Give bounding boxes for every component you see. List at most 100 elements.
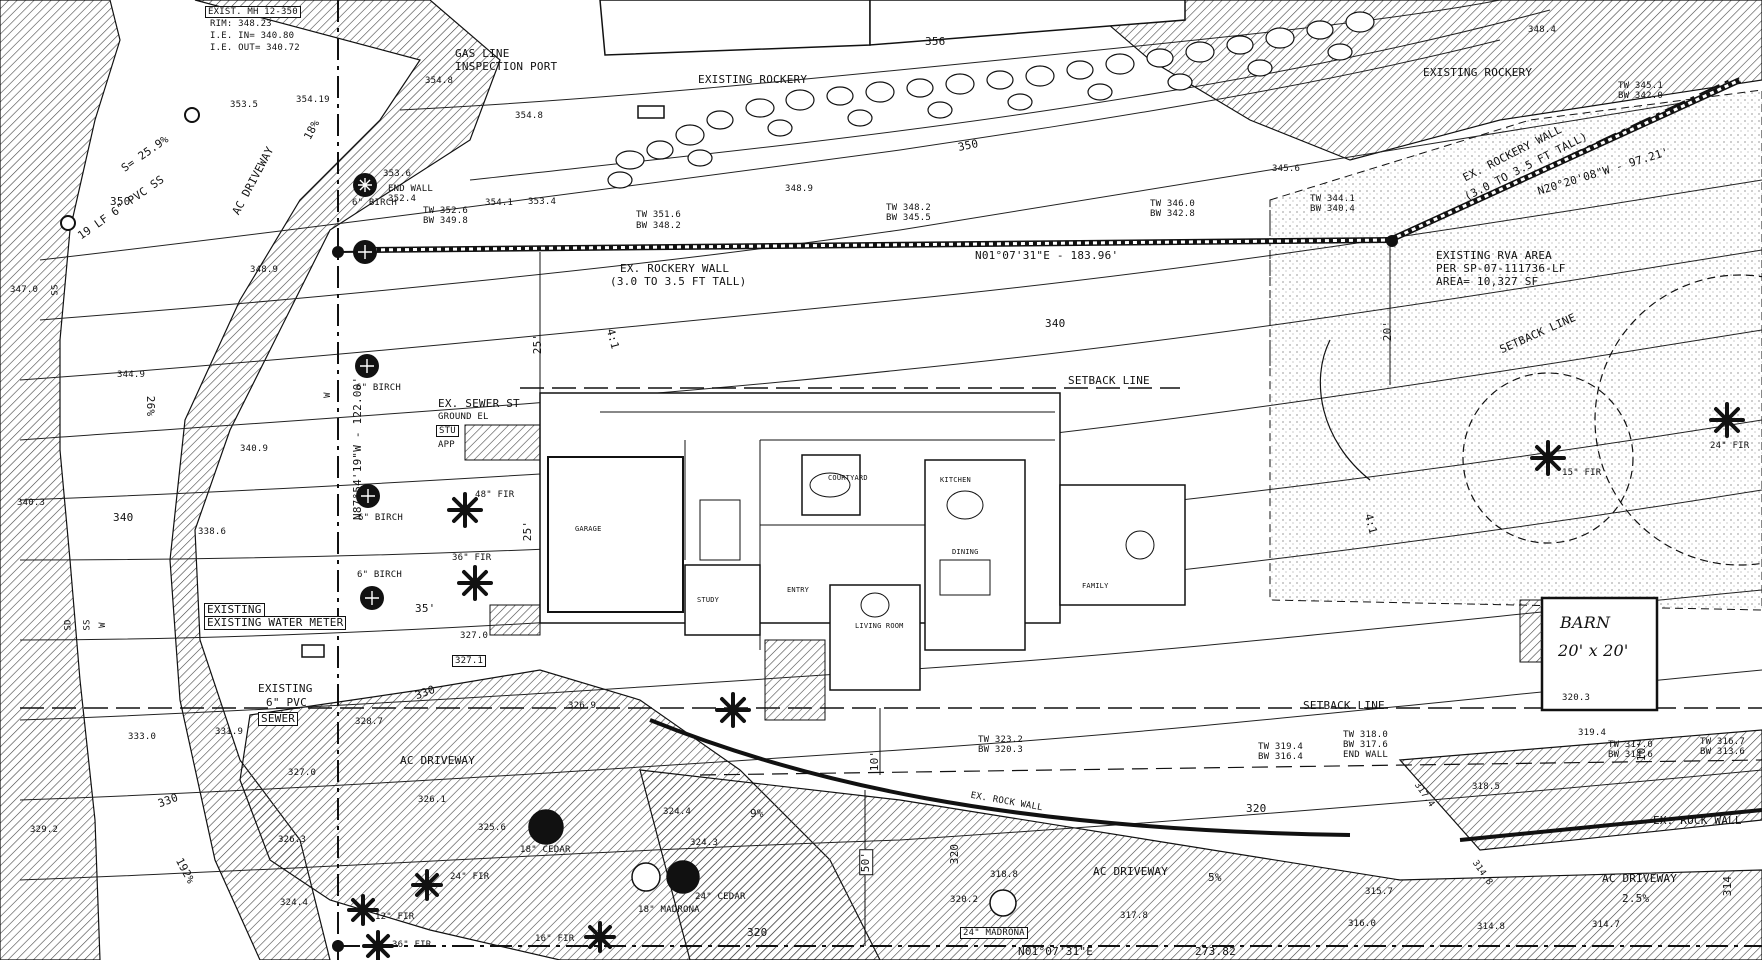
bw-340-4: BW 340.4 (1310, 204, 1355, 214)
tw-351-6: TW 351.6 (636, 210, 681, 220)
pvc-6-label: 6" PVC (266, 696, 307, 709)
water-meter-box (301, 644, 325, 658)
bw-316-4: BW 316.4 (1258, 752, 1303, 762)
sanitary-sewer-letter: SS (50, 284, 61, 296)
manhole-ie-in: I.E. IN= 340.80 (210, 31, 295, 41)
slope-arc (1319, 339, 1371, 481)
tw-344-1: TW 344.1 (1310, 194, 1355, 204)
bw-320-3: BW 320.3 (978, 745, 1023, 755)
tree-fir-12: 12" FIR (375, 912, 415, 922)
spot-338-6: 338.6 (198, 527, 227, 537)
bearing-mid: N01°07'31"E - 183.96' (975, 249, 1119, 262)
setback-line-bottom: SETBACK LINE (1303, 699, 1385, 712)
bw-349-8: BW 349.8 (423, 216, 468, 226)
bw-342-8: BW 342.8 (1150, 209, 1195, 219)
bw-345-5: BW 345.5 (886, 213, 931, 223)
bw-313-6: BW 313.6 (1700, 747, 1745, 757)
spot-347-0: 347.0 (10, 285, 39, 295)
bearing-left: N87°54'19"W - 122.00' (351, 376, 364, 520)
end-wall-label-2: END WALL (1343, 750, 1388, 760)
tree-fir-24b: 24" FIR (450, 872, 490, 882)
contour-350b: 350 (110, 195, 131, 208)
tw-316-7: TW 316.7 (1700, 737, 1745, 747)
bw-348-2: BW 348.2 (636, 221, 681, 231)
dim-10b: 10' (1635, 740, 1649, 762)
spot-348-9: 348.9 (785, 184, 814, 194)
elev-354-1: 354.1 (485, 198, 514, 208)
rva-label-1: EXISTING RVA AREA (1436, 249, 1552, 262)
spot-317-8: 317.8 (1120, 911, 1149, 921)
spot-326-1: 326.1 (418, 795, 447, 805)
contour-320: 320 (1246, 802, 1267, 815)
pct-9: 9% (750, 807, 764, 820)
spot-340-9: 340.9 (240, 444, 269, 454)
ac-driveway-right: AC DRIVEWAY (1602, 872, 1678, 885)
elev-354-8: 354.8 (425, 76, 454, 86)
spot-320-3: 320.3 (1562, 693, 1591, 703)
bearing-bottom: N01°07'31"E (1018, 945, 1094, 958)
room-dining: DINING (952, 548, 979, 556)
spot-326-3: 326.3 (278, 835, 307, 845)
rva-label-3: AREA= 10,327 SF (1436, 275, 1539, 288)
fir-trees (347, 402, 1745, 960)
spot-315-7: 315.7 (1365, 887, 1394, 897)
setback-line-top: SETBACK LINE (1068, 374, 1150, 387)
tree-driplines (1462, 274, 1762, 566)
dim-50: 50' (859, 848, 874, 876)
spot-324-3: 324.3 (690, 838, 719, 848)
elev-353-6: 353.6 (383, 169, 412, 179)
tw-319-4: TW 319.4 (1258, 742, 1303, 752)
rockery-boulders (607, 11, 1375, 189)
manhole-ie-out: I.E. OUT= 340.72 (210, 43, 300, 53)
contour-340: 340 (1045, 317, 1066, 330)
spot-328-7: 328.7 (355, 717, 384, 727)
elev-353-5: 353.5 (230, 100, 259, 110)
contour-340b: 340 (113, 511, 134, 524)
room-garage: GARAGE (575, 525, 602, 533)
tw-352-6: TW 352.6 (423, 206, 468, 216)
existing-rockery-label: EXISTING ROCKERY (698, 73, 808, 86)
rockery-height-label: (3.0 TO 3.5 FT TALL) (610, 275, 747, 288)
tw-345-1: TW 345.1 (1618, 81, 1663, 91)
inspection-port-label: INSPECTION PORT (455, 60, 558, 73)
ac-driveway-mid: AC DRIVEWAY (400, 754, 476, 767)
manholes (60, 107, 1398, 952)
barn-label: BARN (1560, 613, 1611, 632)
spot-325-6: 325.6 (478, 823, 507, 833)
existing-rockery-label-right: EXISTING ROCKERY (1423, 66, 1533, 79)
tree-cedar-24: 24" CEDAR (695, 892, 746, 902)
room-kitchen: KITCHEN (940, 476, 971, 484)
tw-346-0: TW 346.0 (1150, 199, 1195, 209)
storm-drain-letter: SD (63, 619, 74, 631)
tree-birch-1: 6" BIRCH (352, 198, 397, 208)
spot-318-8: 318.8 (990, 870, 1019, 880)
ex-rock-wall-right: EX. ROCK WALL (1653, 814, 1742, 827)
existing-sewer-label: EXISTING (258, 682, 313, 695)
spot-324-4b: 324.4 (280, 898, 309, 908)
room-entry: ENTRY (787, 586, 810, 594)
water-letter: W (97, 622, 108, 628)
spot-318-5: 318.5 (1472, 782, 1501, 792)
spot-344-9: 344.9 (117, 370, 146, 380)
water-meter-label-1: EXISTING (204, 603, 265, 617)
bw-314-6: BW 314.6 (1608, 750, 1653, 760)
elev-354-19: 354.19 (296, 95, 330, 105)
gas-line-label: GAS LINE (455, 47, 510, 60)
tree-birch-2: 6" BIRCH (356, 383, 401, 393)
spot-329-2: 329.2 (30, 825, 59, 835)
sewer-label: SEWER (258, 712, 299, 726)
elev-353-4: 353.4 (528, 197, 557, 207)
spot-348-9b: 348.9 (250, 265, 279, 275)
catch-basin (637, 105, 665, 119)
dim-35: 35' (415, 602, 436, 615)
manhole-rim: RIM: 348.23 (210, 19, 272, 29)
dim-25: 25' (531, 333, 545, 355)
spot-348-4: 348.4 (1528, 25, 1557, 35)
spot-331-9: 331.9 (215, 727, 244, 737)
tree-fir-48: 48" FIR (475, 490, 515, 500)
dim-10a: 10' (868, 750, 882, 772)
bw-317-6: BW 317.6 (1343, 740, 1388, 750)
spot-345-6: 345.6 (1272, 164, 1301, 174)
